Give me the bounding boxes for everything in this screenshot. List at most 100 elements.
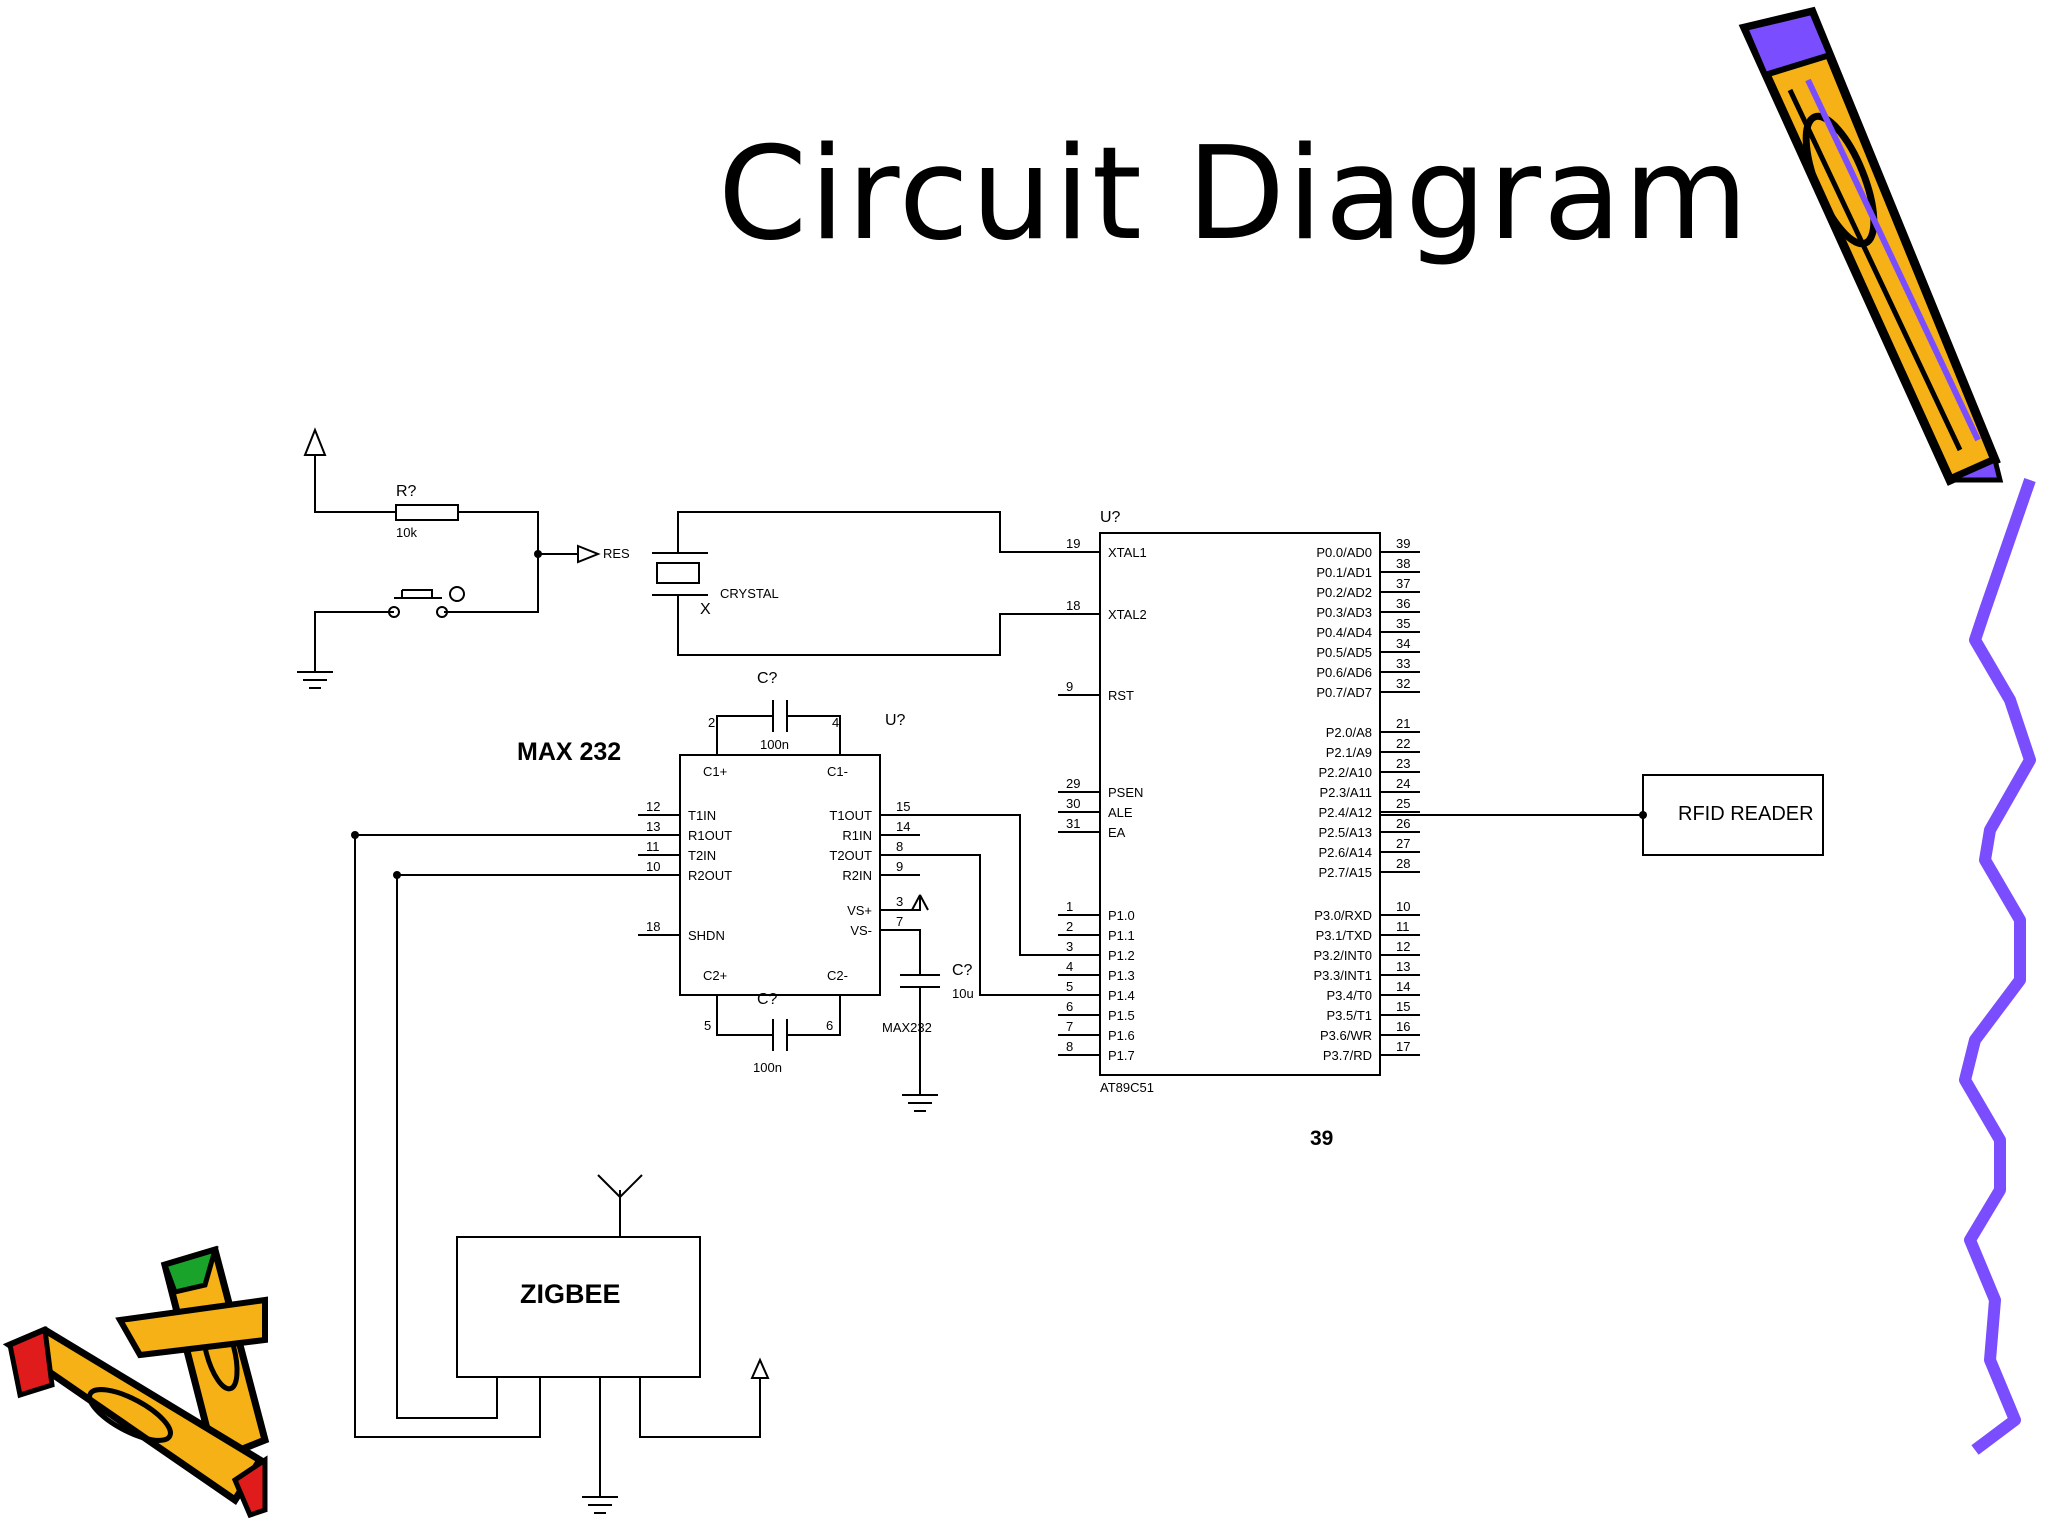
crystal-label: CRYSTAL: [720, 586, 779, 601]
mcu-pin-name-24: P2.3/A11: [1319, 785, 1372, 800]
mcu-pin-name-8: P1.7: [1108, 1048, 1135, 1063]
mcu-pin-num-18: 18: [1066, 598, 1080, 613]
max232-pin-6: 6: [826, 1018, 833, 1033]
max232-pin-c2m: C2-: [827, 968, 848, 983]
mcu-pin-name-29: PSEN: [1108, 785, 1143, 800]
max232-pin-name-7: VS-: [850, 923, 872, 938]
mcu-pin-num-7: 7: [1066, 1019, 1073, 1034]
mcu-pin-num-27: 27: [1396, 836, 1410, 851]
mcu-pin-num-1: 1: [1066, 899, 1073, 914]
max232-pin-num-11: 11: [646, 839, 660, 854]
cap-c2-ref: C?: [757, 991, 778, 1008]
max232-chip: MAX 232 U? MAX232 12T1IN13R1OUT11T2IN10R…: [517, 670, 974, 1112]
max232-pin-name-12: T1IN: [688, 808, 716, 823]
mcu-part-label: AT89C51: [1100, 1080, 1154, 1095]
zigbee-label: ZIGBEE: [520, 1279, 621, 1309]
mcu-pin-num-9: 9: [1066, 679, 1073, 694]
mcu-pin-num-14: 14: [1396, 979, 1410, 994]
mcu-pin-num-11: 11: [1396, 919, 1410, 934]
mcu-ref-label: U?: [1100, 509, 1121, 526]
page-number: 39: [1310, 1127, 1333, 1150]
mcu-pin-name-35: P0.4/AD4: [1316, 625, 1372, 640]
pencil-top-right-icon: [1738, 6, 2004, 486]
mcu-pin-name-11: P3.1/TXD: [1316, 928, 1372, 943]
wire-t1out-p11: [880, 814, 1100, 956]
mcu-pin-name-18: XTAL2: [1108, 607, 1147, 622]
mcu-pin-num-26: 26: [1396, 816, 1410, 831]
mcu-pin-num-28: 28: [1396, 856, 1410, 871]
max232-pin-name-11: T2IN: [688, 848, 716, 863]
mcu-pin-num-29: 29: [1066, 776, 1080, 791]
max232-pin-num-9: 9: [896, 859, 903, 874]
mcu-pin-name-14: P3.4/T0: [1326, 988, 1372, 1003]
mcu-pin-num-31: 31: [1066, 816, 1080, 831]
mcu-pin-num-34: 34: [1396, 636, 1410, 651]
mcu-pin-name-7: P1.6: [1108, 1028, 1135, 1043]
zigbee-module: ZIGBEE: [351, 831, 770, 1514]
rfid-reader-label: RFID READER: [1678, 803, 1814, 825]
max232-pin-c2p: C2+: [703, 968, 727, 983]
rfid-reader: RFID READER: [1380, 774, 1824, 856]
mcu-pin-name-4: P1.3: [1108, 968, 1135, 983]
max232-pin-num-10: 10: [646, 859, 660, 874]
mcu-pin-name-9: RST: [1108, 688, 1134, 703]
mcu-pin-name-33: P0.6/AD6: [1316, 665, 1372, 680]
mcu-left-pins: 19XTAL118XTAL29RST29PSEN30ALE31EA1P1.02P…: [1058, 536, 1147, 1063]
mcu-pin-num-24: 24: [1396, 776, 1410, 791]
mcu-pin-name-15: P3.5/T1: [1326, 1008, 1372, 1023]
max232-pin-name-13: R1OUT: [688, 828, 732, 843]
crayons-bottom-left-icon: [2, 1245, 270, 1519]
mcu-pin-name-39: P0.0/AD0: [1316, 545, 1372, 560]
mcu-pin-num-4: 4: [1066, 959, 1073, 974]
max232-pin-c1p: C1+: [703, 764, 727, 779]
reset-circuit: R? 10k RES: [297, 427, 630, 689]
cap-c1-ref: C?: [757, 670, 778, 687]
mcu-pin-name-27: P2.6/A14: [1319, 845, 1373, 860]
max232-pin-name-15: T1OUT: [829, 808, 872, 823]
mcu-pin-num-35: 35: [1396, 616, 1410, 631]
max232-pin-4: 4: [832, 715, 839, 730]
mcu-pin-num-21: 21: [1396, 716, 1410, 731]
crystal-circuit: CRYSTAL X: [652, 511, 1100, 656]
mcu-pin-num-12: 12: [1396, 939, 1410, 954]
mcu-pin-name-37: P0.2/AD2: [1316, 585, 1372, 600]
wire-t2out-p14: [880, 854, 1100, 996]
crystal-x-label: X: [700, 601, 711, 618]
mcu-pin-num-10: 10: [1396, 899, 1410, 914]
max232-title: MAX 232: [517, 738, 621, 766]
mcu-pin-num-19: 19: [1066, 536, 1080, 551]
max232-pin-name-18: SHDN: [688, 928, 725, 943]
mcu-pin-name-17: P3.7/RD: [1323, 1048, 1372, 1063]
max232-pin-num-18: 18: [646, 919, 660, 934]
mcu-pin-num-23: 23: [1396, 756, 1410, 771]
max232-pin-num-3: 3: [896, 894, 903, 909]
mcu-pin-name-12: P3.2/INT0: [1313, 948, 1372, 963]
mcu-pin-name-31: EA: [1108, 825, 1126, 840]
cap-c2-value: 100n: [753, 1060, 782, 1075]
mcu-pin-num-33: 33: [1396, 656, 1410, 671]
mcu-pin-num-3: 3: [1066, 939, 1073, 954]
mcu-pin-name-2: P1.1: [1108, 928, 1135, 943]
mcu-pin-name-32: P0.7/AD7: [1316, 685, 1372, 700]
mcu-pin-name-6: P1.5: [1108, 1008, 1135, 1023]
max232-pin-num-13: 13: [646, 819, 660, 834]
mcu-at89c51: U? AT89C51 19XTAL118XTAL29RST29PSEN30ALE…: [1058, 509, 1420, 1095]
mcu-pin-name-26: P2.5/A13: [1319, 825, 1373, 840]
max232-pin-name-14: R1IN: [842, 828, 872, 843]
mcu-pin-name-23: P2.2/A10: [1319, 765, 1373, 780]
resistor-value-label: 10k: [396, 525, 417, 540]
mcu-pin-num-32: 32: [1396, 676, 1410, 691]
cap-c3-value: 10u: [952, 986, 974, 1001]
mcu-pin-num-6: 6: [1066, 999, 1073, 1014]
cap-c1-value: 100n: [760, 737, 789, 752]
antenna-icon: [597, 1174, 643, 1237]
mcu-pin-num-39: 39: [1396, 536, 1410, 551]
mcu-pin-name-13: P3.3/INT1: [1313, 968, 1372, 983]
max232-pin-name-10: R2OUT: [688, 868, 732, 883]
max232-ref-label: U?: [885, 712, 906, 729]
max232-pin-num-8: 8: [896, 839, 903, 854]
max232-pin-num-15: 15: [896, 799, 910, 814]
